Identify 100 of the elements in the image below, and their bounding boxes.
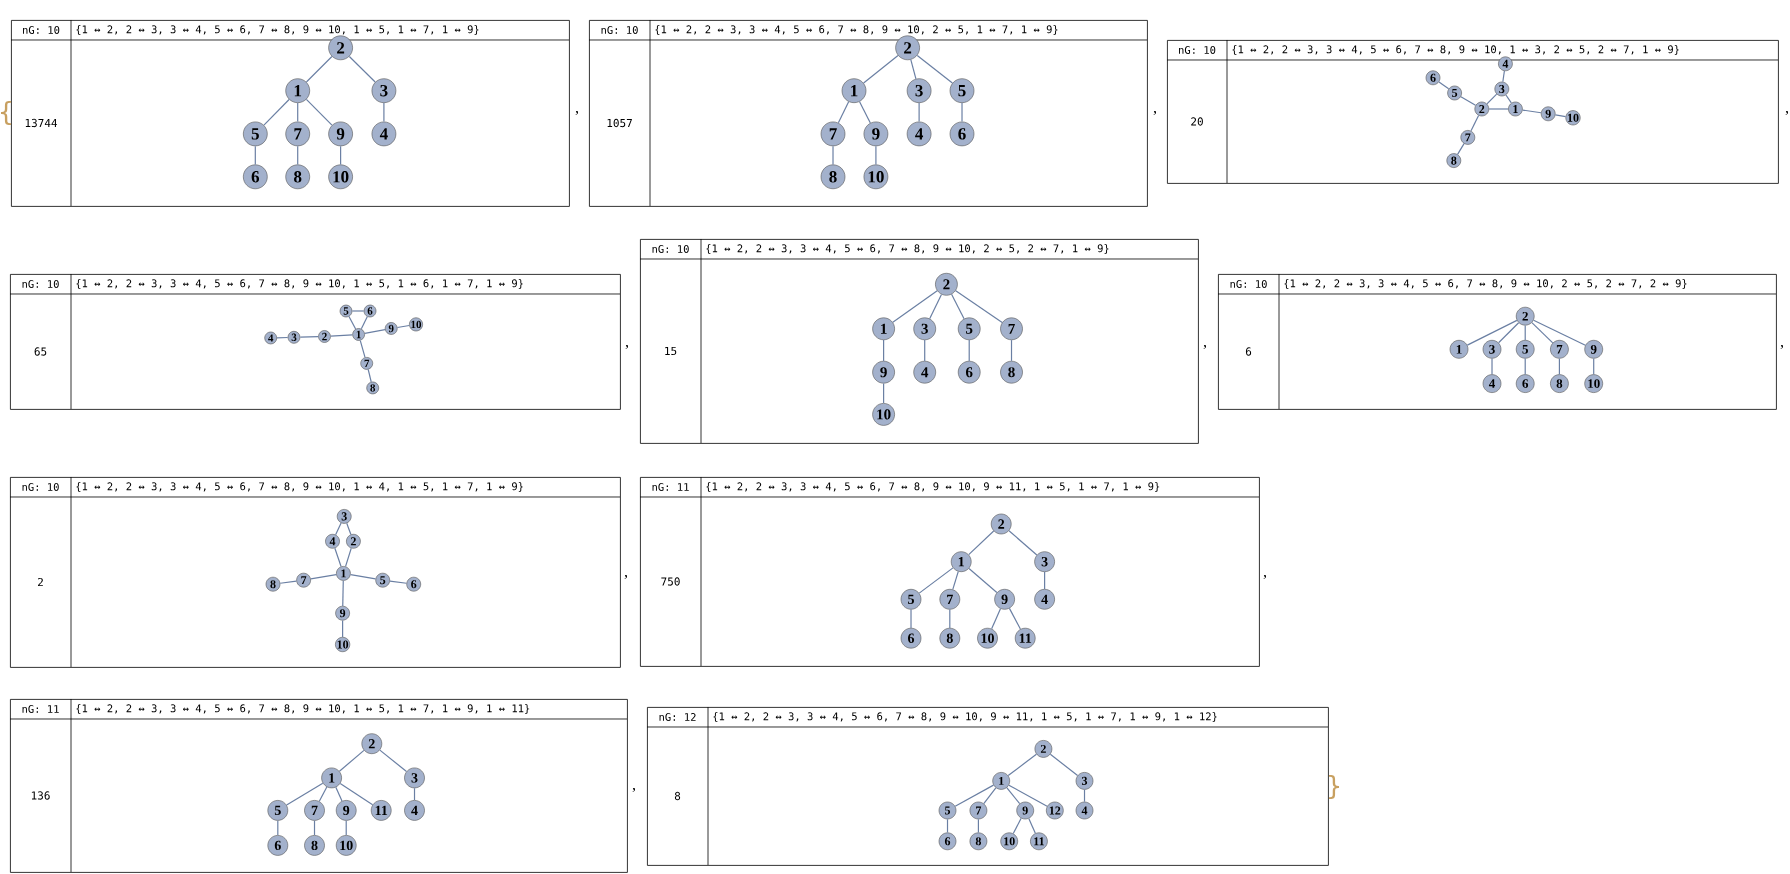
edge-line xyxy=(334,547,342,568)
edge-line xyxy=(263,98,290,126)
edge-line xyxy=(254,145,256,166)
separator-comma: , xyxy=(624,574,627,580)
header-text: nG: 10 xyxy=(1179,46,1216,54)
count-text: 15 xyxy=(665,346,677,356)
edge-list-text: {1 ↔ 2, 2 ↔ 3, 3 ↔ 4, 5 ↔ 6, 7 ↔ 8, 9 ↔ 10, 1 ↔ 5, 1 ↔ 7, 1 ↔ 9} xyxy=(76,25,479,35)
edge-line xyxy=(1488,108,1509,110)
edge-line xyxy=(279,580,297,584)
count-text: 8 xyxy=(674,791,681,801)
edge-list-text: {1 ↔ 2, 2 ↔ 3, 3 ↔ 4, 5 ↔ 6, 7 ↔ 8, 9 ↔ 10, 2 ↔ 5, 1 ↔ 7, 1 ↔ 9} xyxy=(655,25,1058,35)
edge-line xyxy=(330,334,353,337)
table-panel xyxy=(1217,273,1777,410)
separator-comma: , xyxy=(632,787,635,793)
edge-line xyxy=(1498,322,1520,344)
edge-line xyxy=(977,818,979,834)
count-text: 136 xyxy=(31,791,50,800)
edge-line xyxy=(1008,530,1038,556)
edge-list-text: {1 ↔ 2, 2 ↔ 3, 3 ↔ 4, 5 ↔ 6, 7 ↔ 8, 9 ↔ 10, 2 ↔ 5, 2 ↔ 7, 2 ↔ 9} xyxy=(1284,279,1687,289)
count-text: 13744 xyxy=(25,118,58,128)
edge-line xyxy=(1049,753,1079,777)
header-text: nG: 10 xyxy=(22,280,59,288)
edge-line xyxy=(910,59,917,80)
edge-line xyxy=(1006,787,1021,805)
separator-comma: , xyxy=(575,110,578,116)
edge-line xyxy=(297,102,299,123)
edge-line xyxy=(1491,358,1493,375)
separator-comma: , xyxy=(1203,344,1206,350)
edge-line xyxy=(379,749,408,773)
edge-line xyxy=(1522,109,1542,114)
edge-line xyxy=(348,315,357,330)
count-text: 1057 xyxy=(607,118,632,128)
edge-line xyxy=(389,580,408,584)
edge-line xyxy=(1502,70,1505,83)
edge-line xyxy=(340,145,342,166)
edge-line xyxy=(351,310,365,312)
edge-line xyxy=(875,145,877,166)
edge-line xyxy=(968,530,995,556)
edge-line xyxy=(335,786,343,802)
header-text: nG: 10 xyxy=(601,26,638,34)
header-text: nG: 12 xyxy=(659,713,696,721)
edge-line xyxy=(413,787,416,801)
table-panel xyxy=(9,698,628,873)
edge-line xyxy=(1044,571,1046,590)
header-text: nG: 10 xyxy=(22,483,59,491)
edge-line xyxy=(1460,96,1477,106)
edge-line xyxy=(1533,319,1586,346)
edge-line xyxy=(383,102,385,123)
edge-line xyxy=(1010,339,1013,362)
edge-line xyxy=(961,102,963,123)
edge-line xyxy=(345,820,347,836)
edge-line xyxy=(348,55,376,83)
edge-line xyxy=(305,98,333,126)
edge-list-text: {1 ↔ 2, 2 ↔ 3, 3 ↔ 4, 5 ↔ 6, 7 ↔ 8, 9 ↔ 10, 9 ↔ 11, 1 ↔ 5, 1 ↔ 7, 1 ↔ 9} xyxy=(706,482,1160,492)
edge-line xyxy=(952,570,959,591)
count-text: 65 xyxy=(34,347,47,356)
count-text: 6 xyxy=(1245,347,1252,356)
table-panel xyxy=(1166,39,1779,184)
edge-line xyxy=(983,787,997,805)
separator-comma: , xyxy=(1785,110,1788,116)
edge-line xyxy=(276,336,289,339)
edge-list-text: {1 ↔ 2, 2 ↔ 3, 3 ↔ 4, 5 ↔ 6, 7 ↔ 8, 9 ↔ 10, 1 ↔ 3, 2 ↔ 5, 2 ↔ 7, 1 ↔ 9} xyxy=(1232,45,1679,55)
edge-line xyxy=(342,580,344,607)
edge-line xyxy=(1524,358,1526,375)
edge-line xyxy=(954,784,995,807)
edge-list-text: {1 ↔ 2, 2 ↔ 3, 3 ↔ 4, 5 ↔ 6, 7 ↔ 8, 9 ↔ 10, 1 ↔ 5, 1 ↔ 6, 1 ↔ 7, 1 ↔ 9} xyxy=(76,279,523,289)
edge-line xyxy=(339,782,374,806)
edge-line xyxy=(949,609,951,629)
edge-line xyxy=(338,749,365,772)
edge-line xyxy=(968,339,970,362)
edge-line xyxy=(832,145,834,166)
separator-comma: , xyxy=(1780,344,1783,350)
edge-line xyxy=(892,290,938,323)
edge-line xyxy=(1457,143,1465,155)
table-panel xyxy=(639,476,1260,667)
edge-line xyxy=(299,336,319,338)
edge-line xyxy=(360,316,368,330)
table-panel xyxy=(588,19,1148,207)
edge-line xyxy=(1558,358,1560,375)
edge-line xyxy=(955,290,1003,324)
edge-line xyxy=(1486,93,1498,105)
count-text: 750 xyxy=(661,577,680,586)
edge-line xyxy=(318,786,328,802)
edge-line xyxy=(858,101,871,124)
brace: } xyxy=(1329,775,1340,799)
edge-line xyxy=(883,339,885,362)
edge-line xyxy=(1028,817,1036,834)
edge-line xyxy=(346,522,352,536)
edge-line xyxy=(305,55,333,83)
edge-line xyxy=(918,567,954,594)
table-panel xyxy=(646,706,1329,866)
edge-line xyxy=(335,522,342,536)
brace: { xyxy=(1,101,12,125)
edge-line xyxy=(1505,94,1512,104)
edge-line xyxy=(342,619,344,638)
edge-line xyxy=(277,820,279,836)
edge-line xyxy=(350,574,377,580)
edge-line xyxy=(364,329,386,334)
edge-line xyxy=(1593,358,1595,375)
table-panel xyxy=(9,273,621,410)
